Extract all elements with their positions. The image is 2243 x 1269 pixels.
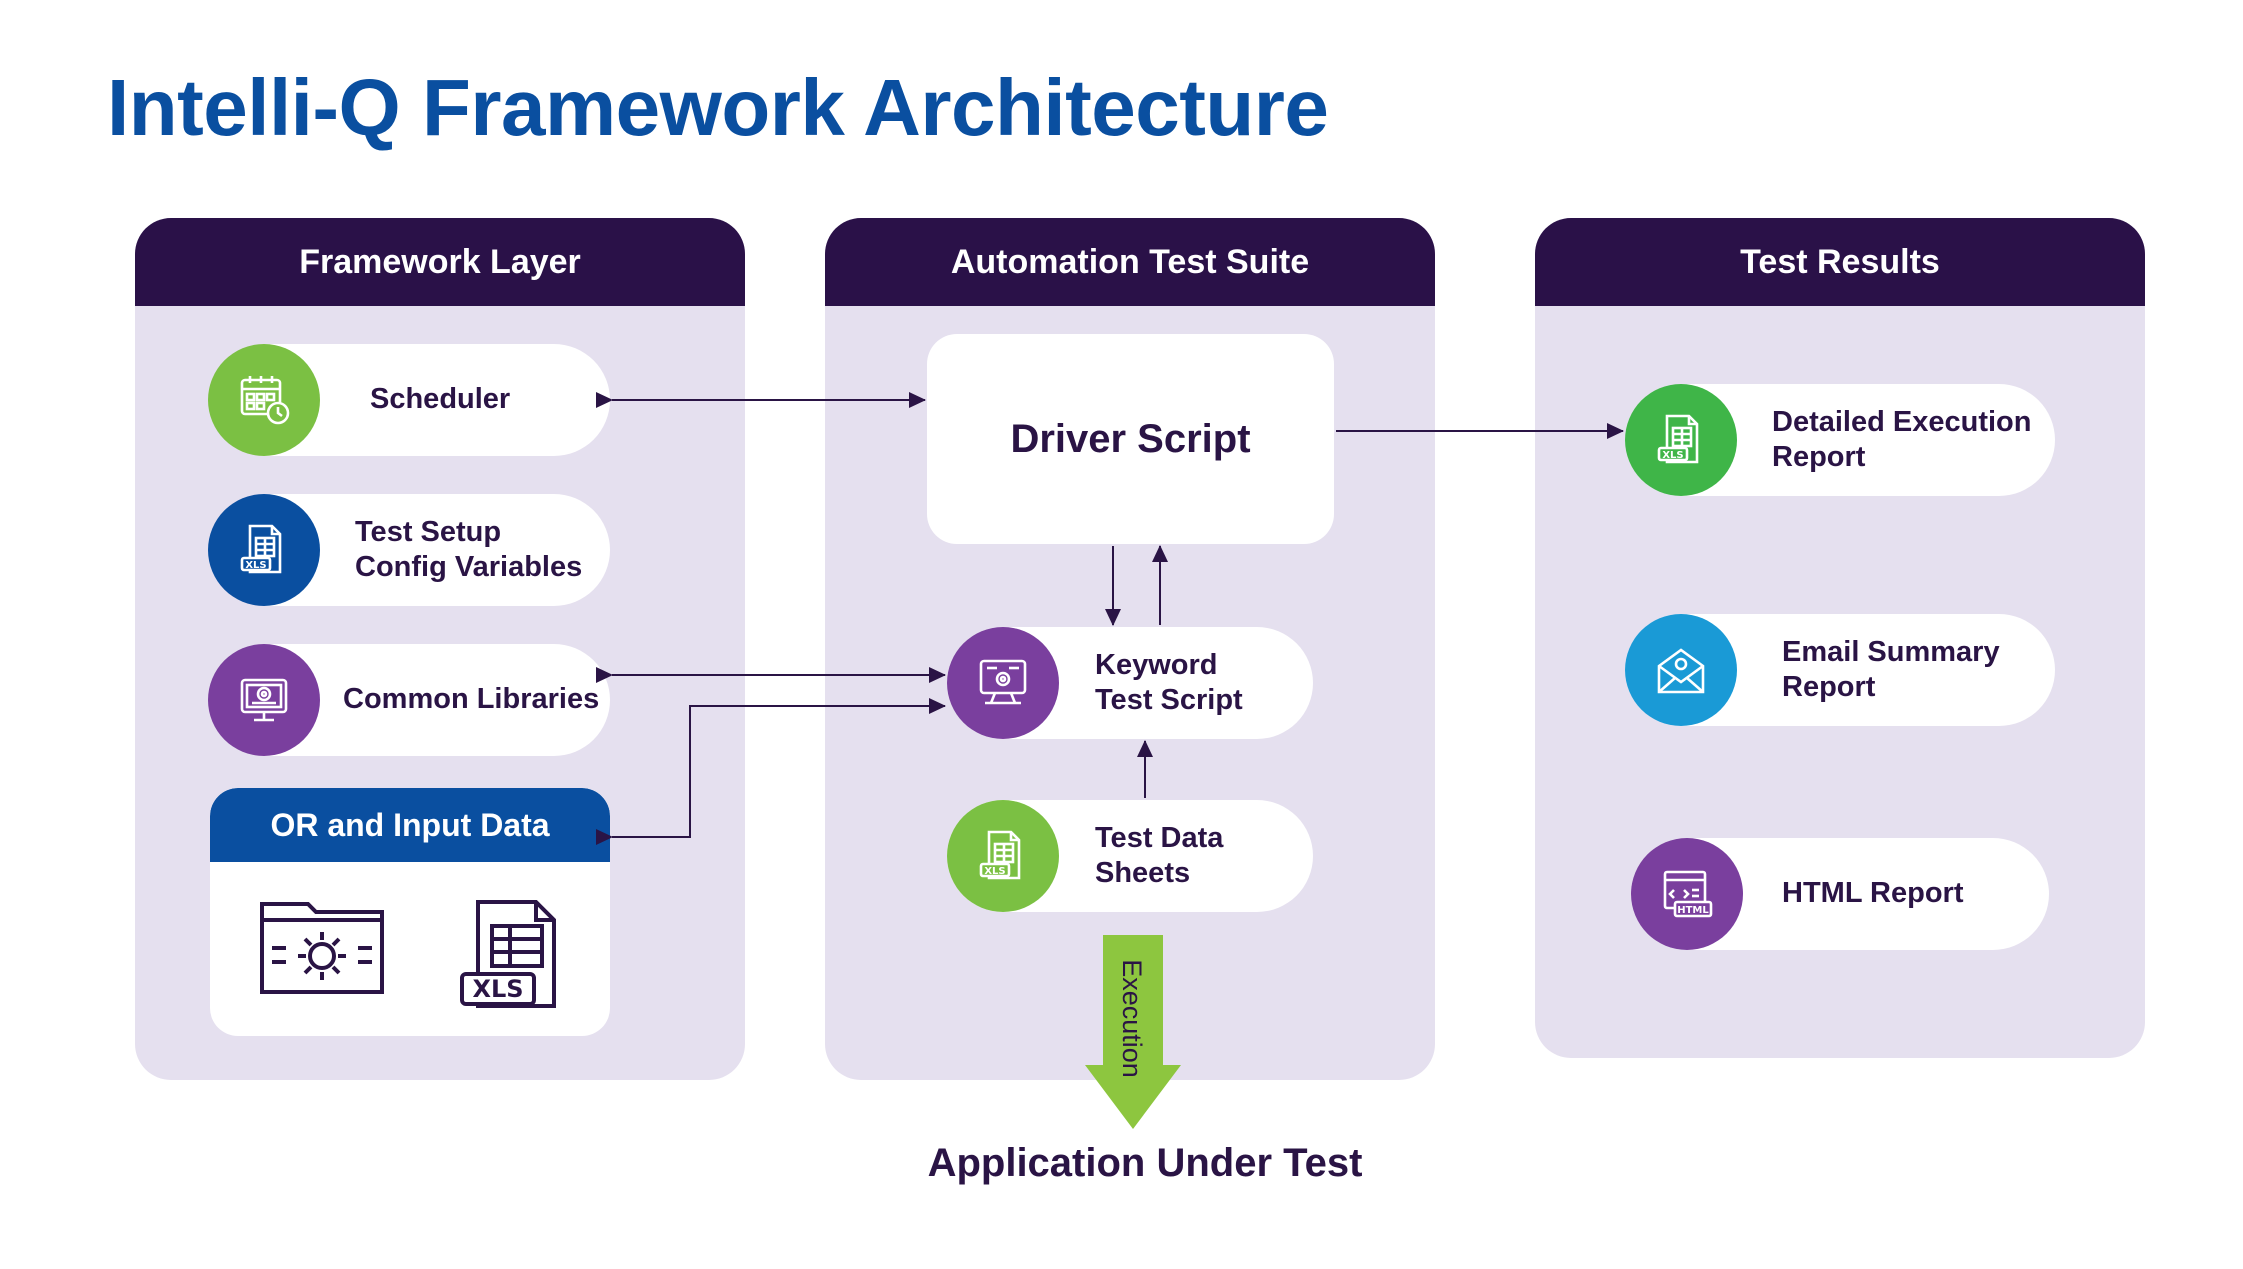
xls-file-icon: XLS xyxy=(947,800,1059,912)
automation-test-suite-header: Automation Test Suite xyxy=(825,218,1435,306)
email-envelope-icon xyxy=(1625,614,1737,726)
framework-layer-header: Framework Layer xyxy=(135,218,745,306)
email-summary-report-label: Email Summary Report xyxy=(1782,635,2000,703)
svg-text:XLS: XLS xyxy=(472,975,523,1003)
scheduler-label: Scheduler xyxy=(370,383,511,416)
driver-script-node: Driver Script xyxy=(927,334,1334,544)
common-libraries-label: Common Libraries xyxy=(343,683,600,716)
svg-text:HTML: HTML xyxy=(1677,905,1709,916)
or-input-data-header: OR and Input Data xyxy=(210,788,610,862)
page-title: Intelli-Q Framework Architecture xyxy=(107,63,1329,152)
xls-file-icon: XLS xyxy=(208,494,320,606)
or-input-data-card: OR and Input Data XLS xyxy=(210,788,610,1036)
detailed-execution-report-label: Detailed Execution Report xyxy=(1772,405,2032,473)
html-report-label: HTML Report xyxy=(1782,877,1964,910)
html-document-icon: HTML xyxy=(1631,838,1743,950)
calendar-clock-icon xyxy=(208,344,320,456)
application-under-test-label: Application Under Test xyxy=(927,1141,1363,1185)
xls-document-icon: XLS xyxy=(460,900,556,1008)
test-data-sheets-label: Test Data Sheets xyxy=(1095,821,1224,889)
keyword-test-script-label: Keyword Test Script xyxy=(1095,648,1243,716)
test-results-header: Test Results xyxy=(1535,218,2145,306)
execution-label-text: Execution xyxy=(1116,958,1147,1078)
folder-gear-icon xyxy=(260,902,384,994)
execution-arrow xyxy=(1085,935,1181,1129)
svg-text:XLS: XLS xyxy=(245,560,266,571)
test-setup-config-label: Test Setup Config Variables xyxy=(355,515,583,583)
computer-gear-icon xyxy=(208,644,320,756)
svg-text:XLS: XLS xyxy=(1662,450,1683,461)
execution-label: Execution xyxy=(1113,953,1149,1083)
monitor-gear-icon xyxy=(947,627,1059,739)
xls-file-icon: XLS xyxy=(1625,384,1737,496)
svg-text:XLS: XLS xyxy=(984,866,1005,877)
